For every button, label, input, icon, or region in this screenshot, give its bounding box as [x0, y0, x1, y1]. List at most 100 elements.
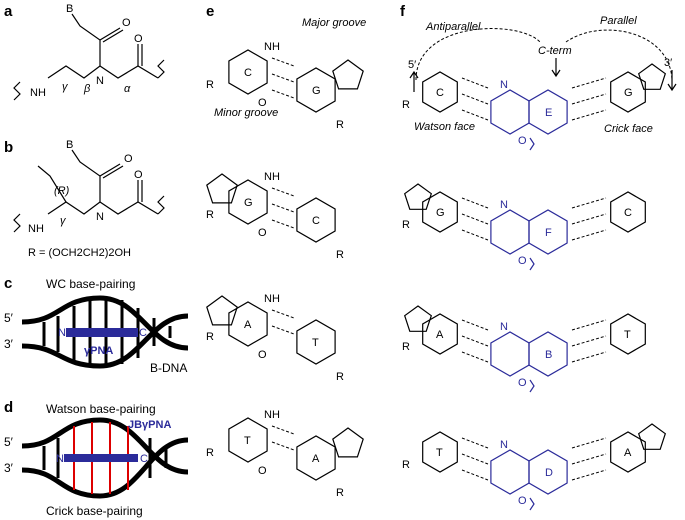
f-h-bond-left — [461, 351, 489, 363]
right-ring — [296, 67, 336, 113]
a-beta: β — [83, 83, 91, 95]
janus-backbone-stub — [529, 497, 535, 511]
panel-label-d: d — [4, 399, 13, 416]
janus-ring-1 — [490, 331, 530, 377]
janus-label: D — [545, 467, 553, 479]
c-dna: B-DNA — [150, 361, 187, 375]
b-formula: R = (OCH2CH2)2OH — [28, 247, 131, 259]
h-bond — [271, 441, 295, 451]
h-bond — [271, 187, 295, 197]
f-right-ring — [610, 431, 646, 473]
f-h-bond-right — [571, 109, 607, 121]
left-ring — [228, 179, 268, 225]
f-h-bond-left — [461, 197, 489, 209]
d-N: N — [56, 453, 64, 465]
right-ring — [296, 197, 336, 243]
janus-ring-2 — [528, 209, 568, 255]
atom-O: O — [258, 349, 267, 361]
f-atom-N: N — [500, 439, 508, 451]
f-left-imidazole — [403, 183, 433, 210]
f-five: 5′ — [408, 59, 416, 71]
f-atom-N: N — [500, 321, 508, 333]
f-right-ring — [610, 71, 646, 113]
f-h-bond-right — [571, 229, 607, 241]
f-left-label: A — [436, 329, 444, 341]
a-O2: O — [134, 33, 143, 45]
panel-f-header: Antiparallel Parallel C-term 5′ 3′ Watso… — [408, 15, 677, 135]
panel-label-c: c — [4, 275, 12, 292]
f-h-bond-right — [571, 77, 607, 89]
f-h-bond-left — [461, 213, 489, 225]
f-right-ring — [610, 313, 646, 355]
R-left: R — [206, 447, 214, 459]
a-N: N — [96, 75, 104, 87]
f-left-imidazole — [403, 305, 433, 332]
R-left: R — [206, 209, 214, 221]
atom-NH: NH — [264, 409, 280, 421]
f-h-bond-left — [461, 319, 489, 331]
d-pna: JBγPNA — [128, 419, 171, 431]
f-left-label: G — [436, 207, 445, 219]
base-label-right: A — [312, 453, 320, 465]
f-right-imidazole — [637, 423, 667, 450]
R-right: R — [336, 487, 344, 499]
f-right-imidazole — [637, 63, 667, 90]
h-bond — [271, 203, 295, 213]
f-R-left: R — [402, 459, 410, 471]
janus-label: E — [545, 107, 552, 119]
left-ring — [228, 301, 268, 347]
R-right: R — [336, 371, 344, 383]
f-h-bond-right — [571, 197, 607, 209]
f-three: 3′ — [664, 57, 672, 69]
f-h-bond-left — [461, 469, 489, 481]
c-three: 3′ — [4, 337, 14, 351]
c-C: C — [139, 327, 147, 339]
panel-d-cartoon: Watson base-pairing N C JBγPNA 5′ 3′ Cri… — [4, 402, 189, 518]
right-imidazole — [332, 427, 364, 458]
a-NH: NH — [30, 87, 46, 99]
base-label-right: T — [312, 337, 319, 349]
left-ring — [228, 417, 268, 463]
f-h-bond-left — [461, 229, 489, 241]
panel-label-a: a — [4, 3, 13, 20]
f-R-left: R — [402, 99, 410, 111]
f-atom-O: O — [518, 495, 527, 507]
f-left-ring — [422, 431, 458, 473]
f-right-label: C — [624, 207, 632, 219]
f-right-ring — [610, 191, 646, 233]
f-left-label: C — [436, 87, 444, 99]
atom-NH: NH — [264, 41, 280, 53]
f-h-bond-left — [461, 335, 489, 347]
atom-O: O — [258, 97, 267, 109]
panel-label-b: b — [4, 139, 13, 156]
a-gamma: γ — [62, 81, 69, 93]
base-label-left: C — [244, 67, 252, 79]
h-bond — [271, 325, 295, 335]
b-gamma: γ — [60, 215, 67, 227]
janus-backbone-stub — [529, 379, 535, 393]
base-label-left: T — [244, 435, 251, 447]
janus-label: B — [545, 349, 552, 361]
f-left-ring — [422, 313, 458, 355]
f-h-bond-right — [571, 93, 607, 105]
h-bond — [271, 73, 295, 83]
f-right-label: A — [624, 447, 632, 459]
h-bond — [271, 219, 295, 229]
left-imidazole — [206, 295, 238, 326]
f-h-bond-left — [461, 453, 489, 465]
right-ring — [296, 319, 336, 365]
f-h-bond-left — [461, 77, 489, 89]
f-h-bond-left — [461, 93, 489, 105]
panel-a-backbone: B O O NH γ β N α — [13, 3, 165, 101]
e-minor-groove: Minor groove — [214, 107, 278, 119]
d-ladder — [42, 438, 168, 478]
b-N: N — [96, 211, 104, 223]
base-label-left: A — [244, 319, 252, 331]
e-major-groove: Major groove — [302, 17, 366, 29]
janus-ring-1 — [490, 449, 530, 495]
